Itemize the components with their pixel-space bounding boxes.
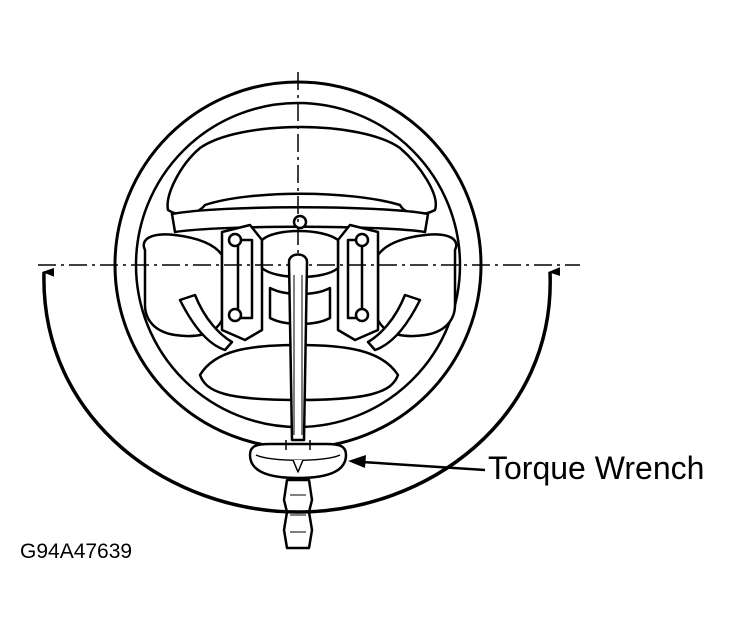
figure-id: G94A47639 <box>20 540 133 563</box>
rotation-arrow <box>44 272 550 514</box>
torque-wrench <box>248 253 348 550</box>
torque-wrench-leader <box>348 455 486 472</box>
torque-wrench-label: Torque Wrench <box>488 450 705 486</box>
